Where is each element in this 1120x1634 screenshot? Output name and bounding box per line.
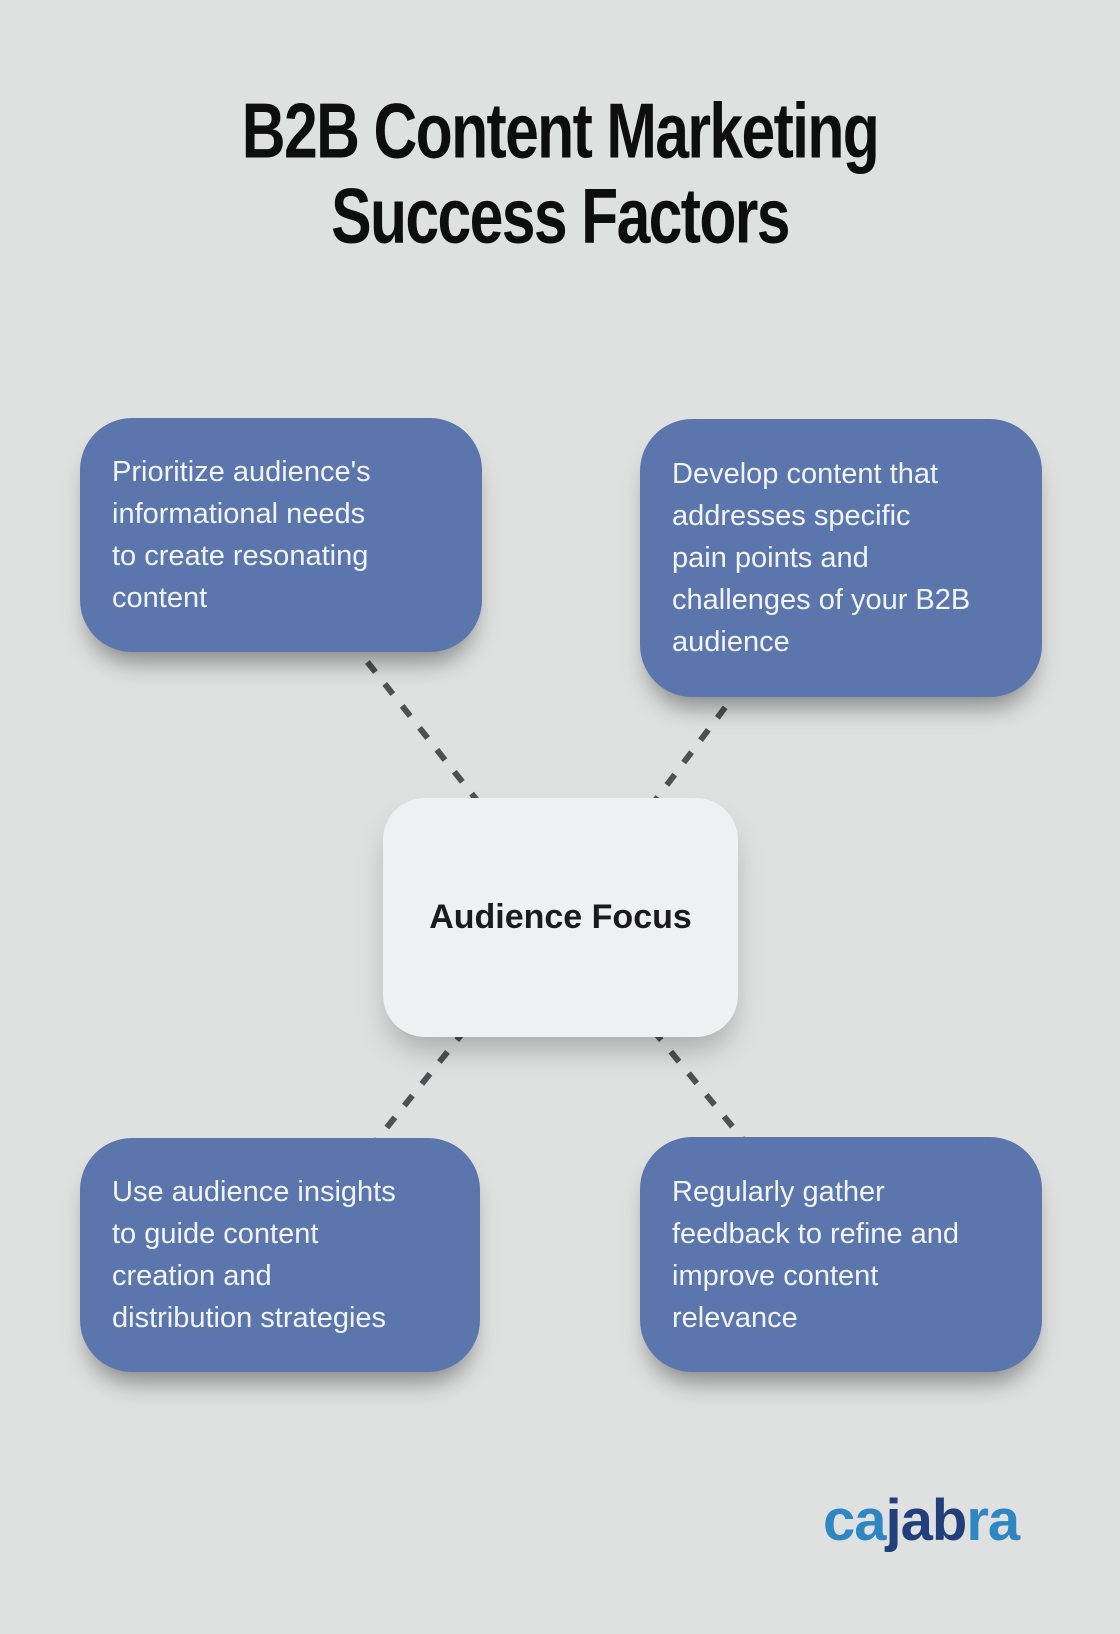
connector-top-right <box>645 683 745 812</box>
page-title-line-2: Success Factors <box>331 172 790 260</box>
factor-node-bottom-left: Use audience insights to guide content c… <box>80 1138 480 1372</box>
factor-text-top-right: Develop content that addresses specific … <box>672 458 971 658</box>
factor-text-top-left: Prioritize audience's informational need… <box>112 456 371 614</box>
connector-top-left <box>347 638 486 810</box>
factor-text-bottom-right: Regularly gather feedback to refine and … <box>672 1175 959 1334</box>
factor-node-top-right: Develop content that addresses specific … <box>640 419 1042 697</box>
brand-logo: cajabra <box>823 1492 1020 1550</box>
connector-bottom-left <box>369 1028 468 1148</box>
brand-logo-part-3: ra <box>966 1488 1020 1553</box>
factor-node-top-left: Prioritize audience's informational need… <box>80 418 482 652</box>
page-title-line-1: B2B Content Marketing <box>241 86 880 175</box>
center-node: Audience Focus <box>383 798 738 1037</box>
factor-text-bottom-left: Use audience insights to guide content c… <box>112 1176 396 1334</box>
page-title: B2B Content Marketing Success Factors <box>101 88 1019 259</box>
brand-logo-part-1: ca <box>823 1488 887 1553</box>
factor-node-bottom-right: Regularly gather feedback to refine and … <box>640 1137 1042 1372</box>
brand-logo-part-2: jab <box>885 1488 968 1553</box>
center-node-label: Audience Focus <box>429 898 692 936</box>
connector-bottom-right <box>650 1028 753 1150</box>
